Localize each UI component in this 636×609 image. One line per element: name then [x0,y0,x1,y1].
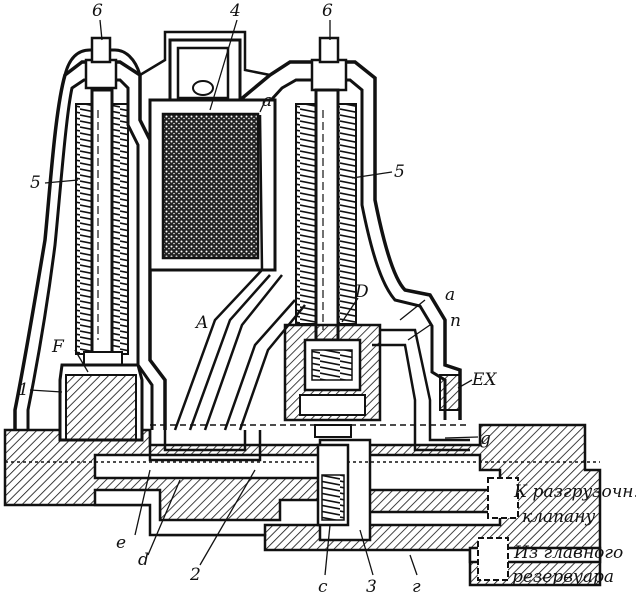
caption-unloader-line2: клапану [522,507,595,527]
label-n: n [450,311,461,331]
label-A: A [194,313,208,333]
left-spring-rod [90,88,114,360]
caption-reservoir-line1: Из главного [513,543,623,563]
leader-lines [29,19,479,576]
label-c: c [318,577,328,597]
caption-reservoir-line2: резервуара [512,567,614,587]
magnet-coil-4 [148,46,277,272]
check-valve-c [314,424,352,527]
coil-winding [161,112,260,260]
left-piston-F [58,363,144,442]
label-r: г [412,577,421,597]
right-spring-assembly [295,36,357,342]
label-5-right: 5 [394,162,405,182]
right-spring-rod [314,88,340,342]
right-valve-D [283,323,382,422]
label-3: 3 [366,577,377,597]
label-5-left: 5 [30,173,41,193]
left-spring-assembly [75,36,129,367]
labels: 6 4 6 a 5 5 A D a n F 1 EX g e d 2 c 3 г… [18,1,636,597]
exhaust-fitting [439,374,461,411]
label-4: 4 [229,1,241,21]
caption-unloader-line1: К разгрузочн. [513,482,636,502]
label-6-left: 6 [92,1,103,21]
label-2: 2 [189,565,201,585]
unloader-port [487,477,519,519]
left-adjust-nut [84,58,118,90]
label-F: F [51,337,65,357]
label-d: d [138,550,149,570]
label-EX: EX [471,370,497,390]
passages [148,114,470,462]
base-block [3,423,602,587]
right-adjust-nut [310,58,348,92]
reservoir-port [477,537,509,581]
label-1: 1 [18,380,29,400]
label-D: D [354,282,369,302]
label-a-top: a [262,91,272,111]
label-a-right: a [445,285,455,305]
label-e: e [116,533,126,553]
label-g: g [480,429,491,449]
label-6-right: 6 [322,1,333,21]
piston-block-1 [65,374,137,441]
